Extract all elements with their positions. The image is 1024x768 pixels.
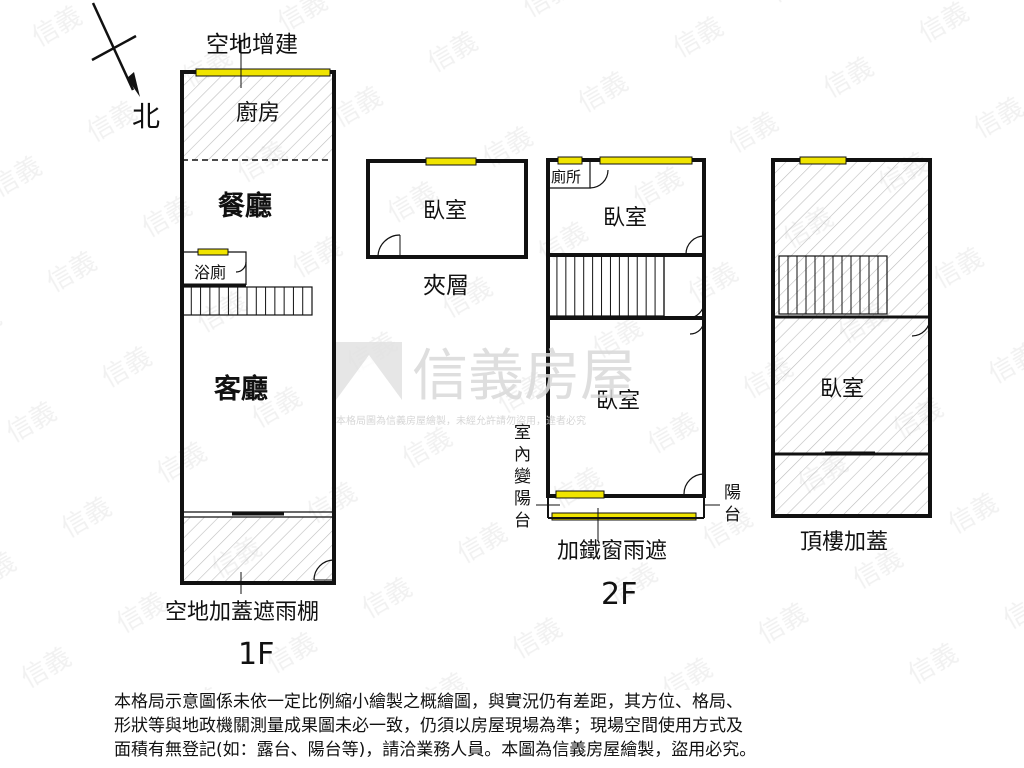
2f-floor-name: 2F [601,577,637,612]
2f-door-1 [685,235,705,255]
1f-floor-name: 1F [238,637,274,672]
roof-window [799,156,847,165]
2f-bottom-window [551,512,697,521]
north-arrow-cross [91,34,137,62]
room-living: 客廳 [214,373,268,405]
disclaimer-line-2: 形狀等與地政機關測量成果圖未必一致，仍須以房屋現場為準；現場空間使用方式及 [114,716,743,736]
2f-balcony-door [683,473,705,495]
1f-bottom-label: 空地加蓋遮雨棚 [165,600,319,625]
canopy-hatch [182,517,334,583]
brand-notice: 本格局圖為信義房屋繪製，未經允許請勿盜用，違者必究 [336,414,586,427]
north-arrow-head [127,72,140,97]
2f-right-note: 陽台 [724,483,741,525]
mezz-window [425,157,477,166]
room-dining: 餐廳 [218,190,272,222]
2f-left-note: 室內變陽台 [514,423,531,531]
kitchen-hatch [182,72,334,160]
mezz-floor-name: 夾層 [423,273,469,299]
2f-bottom-label: 加鐵窗雨遮 [557,539,667,564]
roof-hatch [773,160,930,516]
north-arrow-shaft [91,2,135,91]
roof-door [911,317,931,337]
mezz-room-bedroom: 臥室 [423,199,467,224]
roof-room-bedroom: 臥室 [820,377,864,402]
2f-toilet-door [589,169,609,189]
roof-floor-name: 頂樓加蓋 [800,530,888,555]
2f-room-bedroom-1: 臥室 [603,206,647,231]
2f-stairs [547,255,665,317]
brand-name: 信義房屋 [412,344,636,409]
room-bath: 浴廁 [194,263,226,282]
floor-plan: 信義 北 空地增建 廚房 餐廳 [0,0,1024,690]
compass: 北 [91,2,160,133]
2f-door-2 [687,301,705,319]
floor-2f: 廁所 臥室 臥室 室內變陽台 陽台 加鐵窗雨遮 2F [514,156,741,612]
floor-roof: 臥室 頂樓加蓋 [771,156,932,555]
floor-1f: 空地增建 廚房 餐廳 浴廁 客廳 空地加蓋遮雨棚 1F [165,32,336,672]
disclaimer-line-1: 本格局示意圖係未依一定比例縮小繪製之概繪圖，與實況仍有差距，其方位、格局、 [114,692,743,712]
1f-top-label: 空地增建 [206,32,298,58]
roof-outline [771,158,932,518]
bath-door-swing [235,261,247,273]
bath-window [197,248,229,256]
2f-toilet-window [557,156,583,165]
1f-door-swing [313,559,335,581]
2f-room-toilet: 廁所 [551,168,581,186]
1f-top-window [195,68,331,77]
2f-top-window [599,156,693,165]
room-kitchen: 廚房 [236,101,280,126]
disclaimer-line-3: 面積有無登記(如：露台、陽台等)，請洽業務人員。本圖為信義房屋繪製，盜用必究。 [114,740,757,760]
brand-watermark: 信義房屋 本格局圖為信義房屋繪製，未經允許請勿盜用，違者必究 [336,342,636,427]
disclaimer: 本格局示意圖係未依一定比例縮小繪製之概繪圖，與實況仍有差距，其方位、格局、 形狀… [114,690,914,762]
mezz-door-swing [377,234,401,258]
2f-balcony-window [555,490,605,499]
north-label: 北 [132,100,160,133]
floor-mezzanine: 臥室 夾層 [366,157,528,299]
2f-room-bedroom-2: 臥室 [596,389,640,414]
2f-door-3 [689,319,705,335]
